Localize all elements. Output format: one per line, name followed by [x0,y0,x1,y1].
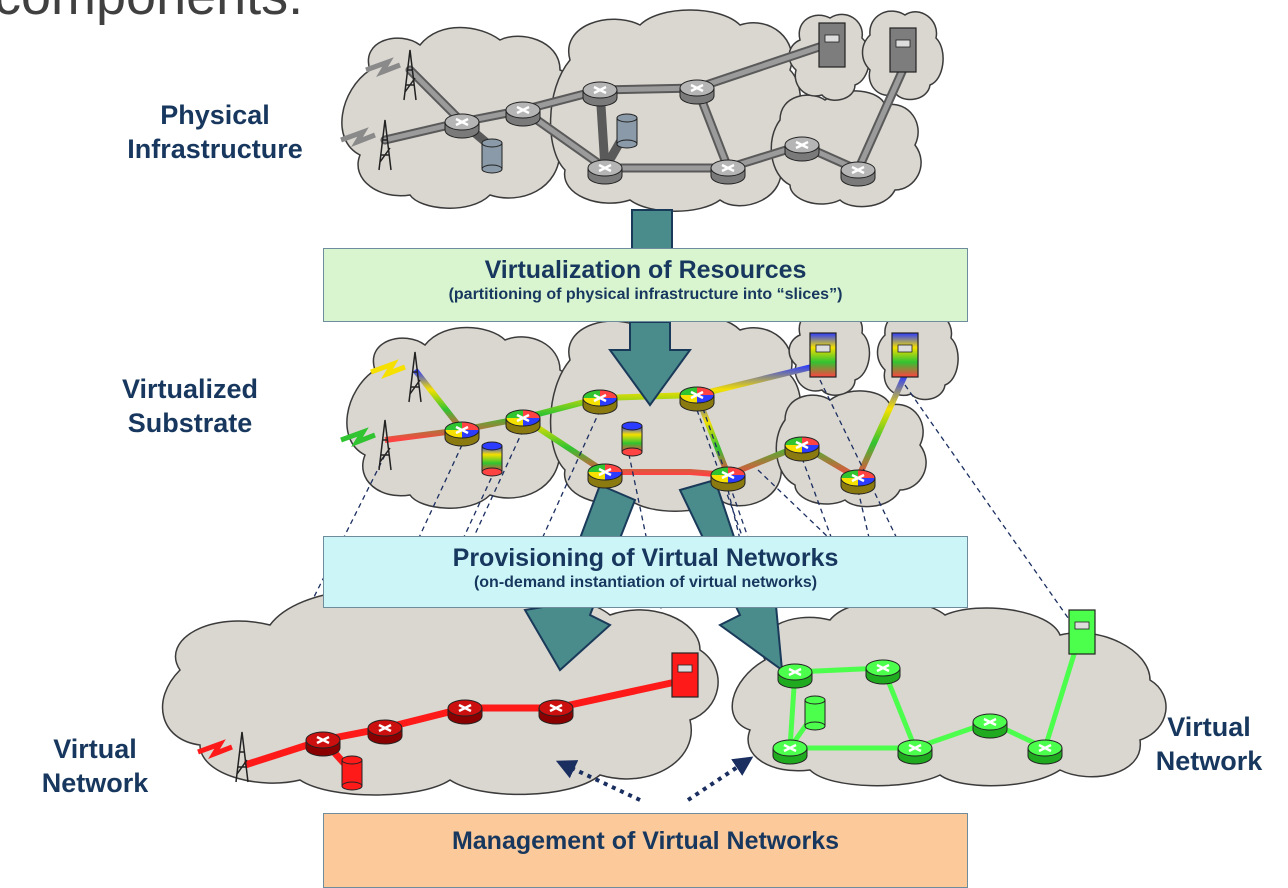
substrate-database-2 [621,421,643,457]
substrate-clouds [346,308,959,512]
arrow-box-to-substrate [608,321,692,407]
physical-line2: Infrastructure [127,134,303,164]
green-router-6 [1027,739,1063,765]
red-router-2 [367,719,403,745]
label-virtual-network-right: Virtual Network [1130,710,1288,778]
vnet-left-line1: Virtual [53,734,137,764]
substrate-database-1 [481,441,503,477]
green-router-1 [777,663,813,689]
substrate-router-7 [784,436,820,462]
physical-router-7 [784,136,820,162]
substrate-server-2 [891,332,919,378]
substrate-tower-1 [370,351,422,403]
physical-server-1 [818,22,846,68]
virtualized-line2: Substrate [127,408,253,438]
physical-router-6 [710,159,746,185]
management-arrows [555,756,754,802]
node-layer [197,22,1096,791]
red-router-4 [538,699,574,725]
green-router-5 [972,713,1008,739]
physical-router-1 [444,113,480,139]
green-router-2 [865,659,901,685]
virtualized-line1: Virtualized [121,374,259,404]
substrate-tower-2 [340,419,392,471]
red-router-1 [305,731,341,757]
green-router-4 [897,739,933,765]
physical-router-8 [840,161,876,187]
green-server [1068,609,1096,655]
virtualization-box: Virtualization of Resources (partitionin… [323,248,968,322]
substrate-router-4 [679,386,715,412]
substrate-router-5 [587,463,623,489]
virtualization-title: Virtualization of Resources [484,256,807,284]
red-server [671,652,699,698]
substrate-router-1 [444,421,480,447]
physical-cloud-center [549,9,802,212]
provisioning-box: Provisioning of Virtual Networks (on-dem… [323,536,968,608]
substrate-router-3 [582,389,618,415]
physical-router-5 [587,159,623,185]
physical-server-2 [889,27,917,73]
label-virtualized-substrate: Virtualized Substrate [70,372,310,440]
label-virtual-network-left: Virtual Network [5,732,185,800]
virtualization-subtitle: (partitioning of physical infrastructure… [448,286,843,303]
substrate-server-1 [809,332,837,378]
red-router-3 [447,699,483,725]
vnet-right-line2: Network [1155,746,1263,776]
label-physical-infrastructure: Physical Infrastructure [95,98,335,166]
green-router-3 [772,739,808,765]
vnet-left-line2: Network [41,768,149,798]
physical-tower-1 [365,49,417,101]
physical-database-1 [481,138,503,174]
physical-database-2 [616,113,638,149]
provisioning-title: Provisioning of Virtual Networks [452,544,839,572]
physical-router-2 [505,101,541,127]
substrate-cloud-left [346,326,584,509]
red-tower [197,731,249,783]
physical-tower-2 [340,119,392,171]
physical-router-3 [582,81,618,107]
green-database [804,695,826,731]
management-box: Management of Virtual Networks [323,813,968,888]
management-title: Management of Virtual Networks [451,827,840,855]
physical-router-4 [679,79,715,105]
slide-header: components: [0,0,303,26]
red-database [341,755,363,791]
substrate-router-8 [840,469,876,495]
virtual-clouds [161,588,1167,796]
substrate-router-6 [710,466,746,492]
physical-line1: Physical [160,100,270,130]
provisioning-subtitle: (on-demand instantiation of virtual netw… [473,574,818,591]
substrate-router-2 [505,409,541,435]
vnet-right-line1: Virtual [1167,712,1251,742]
